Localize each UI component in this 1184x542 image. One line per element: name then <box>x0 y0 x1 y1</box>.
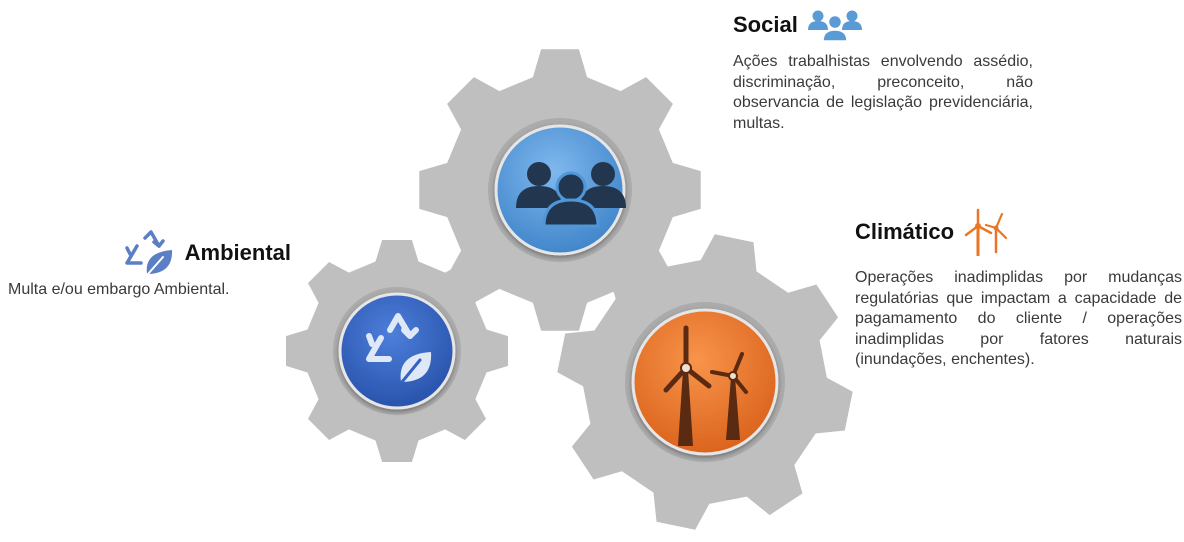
wind-turbine-icon <box>663 325 748 446</box>
ambiental-block: Ambiental Multa e/ou embargo Ambiental. <box>8 230 293 301</box>
people-icon <box>807 8 862 42</box>
climatico-heading: Climático <box>855 208 1182 256</box>
ambiental-title: Ambiental <box>184 240 291 265</box>
social-heading: Social <box>733 8 1033 42</box>
wind-turbine-icon <box>964 208 1008 256</box>
recycle-leaf-icon <box>366 313 432 384</box>
social-title: Social <box>733 12 798 37</box>
social-description: Ações trabalhistas envolvendo assédio, d… <box>733 53 1033 132</box>
ambiental-heading: Ambiental <box>8 230 293 276</box>
climatico-block: Climático Operações inadimplidas por mud… <box>855 208 1182 371</box>
climatico-title: Climático <box>855 219 955 244</box>
ambiental-disc <box>338 292 456 410</box>
climatico-description: Operações inadimplidas por mudanças regu… <box>855 269 1182 368</box>
people-icon <box>516 162 626 228</box>
ambiental-description: Multa e/ou embargo Ambiental. <box>8 281 230 298</box>
social-block: Social Ações trabalhistas envolvendo ass… <box>733 8 1033 134</box>
recycle-leaf-icon <box>123 230 175 276</box>
